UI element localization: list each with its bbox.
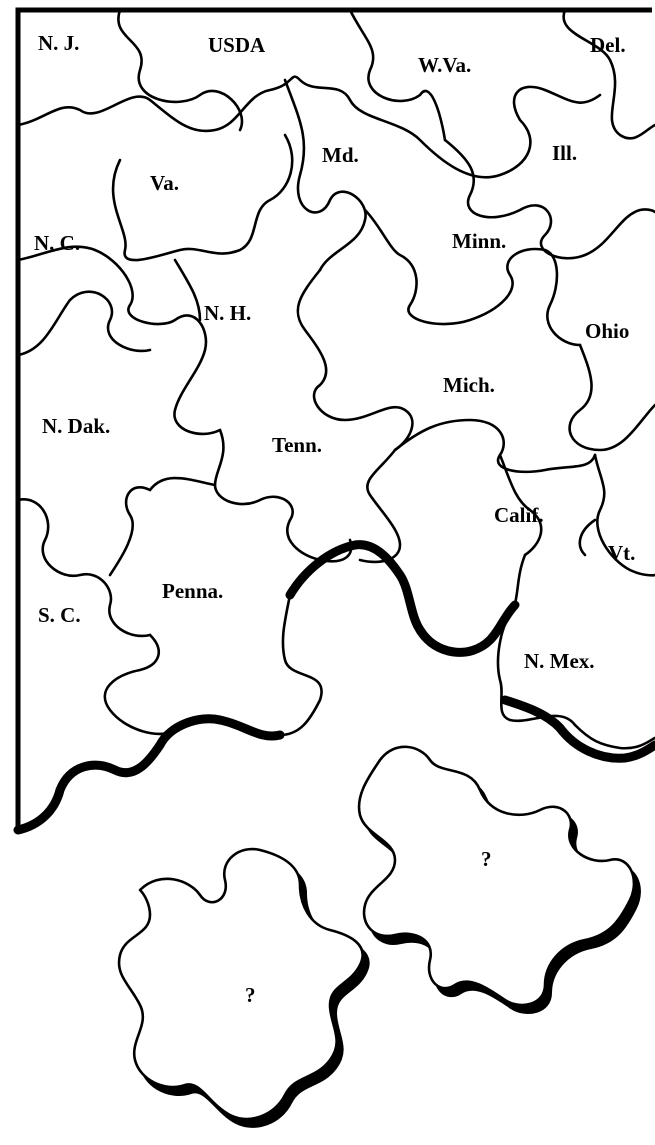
label-unknown-2: ? [245, 983, 256, 1007]
label-del: Del. [590, 33, 626, 57]
label-calif: Calif. [494, 503, 544, 527]
label-usda: USDA [208, 33, 266, 57]
label-sc: S. C. [38, 603, 81, 627]
loose-piece-2 [119, 849, 369, 1127]
label-ndak: N. Dak. [42, 414, 110, 438]
label-ohio: Ohio [585, 319, 629, 343]
label-nmex: N. Mex. [524, 649, 595, 673]
missing-piece-shadows [18, 545, 655, 830]
label-va: Va. [150, 171, 179, 195]
label-md: Md. [322, 143, 359, 167]
label-vt: Vt. [608, 541, 635, 565]
puzzle-seams [18, 10, 655, 748]
label-tenn: Tenn. [272, 433, 322, 457]
puzzle-frame [18, 10, 652, 830]
label-nj: N. J. [38, 31, 79, 55]
label-nh: N. H. [204, 301, 251, 325]
label-unknown-1: ? [481, 847, 492, 871]
label-ill: Ill. [552, 141, 577, 165]
label-penna: Penna. [162, 579, 223, 603]
loose-piece-1 [359, 747, 640, 1013]
label-nc: N. C. [34, 231, 80, 255]
label-minn: Minn. [452, 229, 506, 253]
label-mich: Mich. [443, 373, 495, 397]
label-wva: W.Va. [418, 53, 471, 77]
